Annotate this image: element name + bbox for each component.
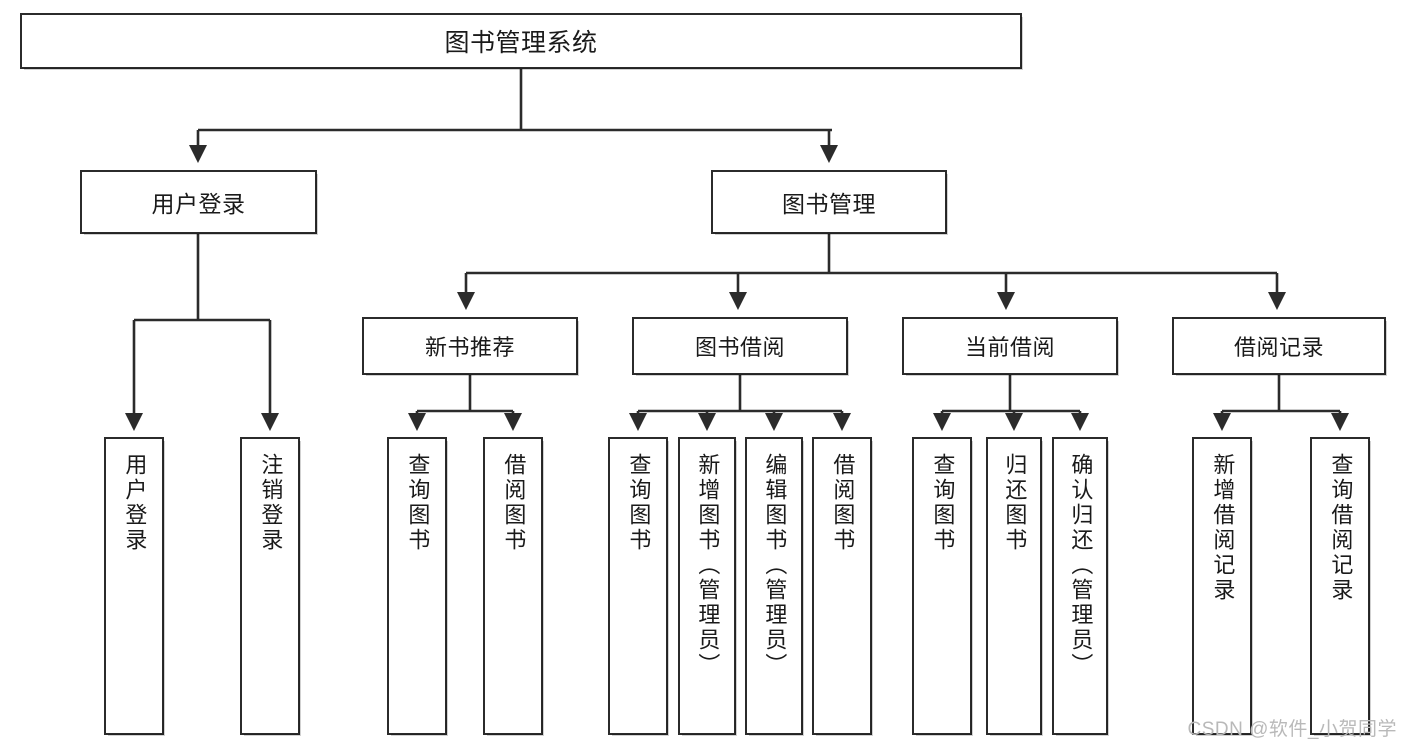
node-current-borrow[interactable]: 当前借阅 <box>902 317 1119 376</box>
node-leaf-user-login-label: 用户登录 <box>122 453 148 553</box>
node-leaf-edit-book[interactable]: 编辑图书（管理员） <box>745 437 804 736</box>
node-book-borrow[interactable]: 图书借阅 <box>632 317 849 376</box>
node-leaf-add-record-label: 新增借阅记录 <box>1210 453 1236 603</box>
node-leaf-add-record[interactable]: 新增借阅记录 <box>1192 437 1253 736</box>
node-root-label: 图书管理系统 <box>444 29 598 57</box>
node-leaf-query-book-rec[interactable]: 查询图书 <box>387 437 448 736</box>
node-leaf-borrow-book-rec[interactable]: 借阅图书 <box>483 437 544 736</box>
node-borrow-record[interactable]: 借阅记录 <box>1172 317 1387 376</box>
node-leaf-query-book-cur[interactable]: 查询图书 <box>912 437 973 736</box>
node-leaf-query-record[interactable]: 查询借阅记录 <box>1310 437 1371 736</box>
node-leaf-query-book-bor[interactable]: 查询图书 <box>608 437 669 736</box>
node-leaf-add-book[interactable]: 新增图书（管理员） <box>678 437 737 736</box>
node-new-book-rec[interactable]: 新书推荐 <box>362 317 579 376</box>
node-leaf-borrow-book-rec-label: 借阅图书 <box>501 453 527 553</box>
node-leaf-edit-book-label: 编辑图书（管理员） <box>762 453 788 678</box>
node-leaf-query-record-label: 查询借阅记录 <box>1328 453 1354 603</box>
csdn-watermark: CSDN @软件_小贺同学 <box>1187 719 1397 740</box>
node-leaf-borrow-book-bor-label: 借阅图书 <box>830 453 856 553</box>
node-new-book-rec-label: 新书推荐 <box>424 335 515 360</box>
node-book-manage-label: 图书管理 <box>782 191 876 217</box>
node-user-login-label: 用户登录 <box>151 191 246 217</box>
node-leaf-return-book-label: 归还图书 <box>1002 453 1028 553</box>
node-root[interactable]: 图书管理系统 <box>20 13 1023 70</box>
node-book-borrow-label: 图书借阅 <box>694 335 785 360</box>
node-borrow-record-label: 借阅记录 <box>1233 335 1324 360</box>
node-leaf-logout-label: 注销登录 <box>258 453 284 553</box>
node-leaf-add-book-label: 新增图书（管理员） <box>695 453 721 678</box>
node-leaf-user-login[interactable]: 用户登录 <box>104 437 165 736</box>
node-leaf-borrow-book-bor[interactable]: 借阅图书 <box>812 437 873 736</box>
node-leaf-return-book[interactable]: 归还图书 <box>986 437 1043 736</box>
node-book-manage[interactable]: 图书管理 <box>711 170 948 235</box>
node-leaf-query-book-cur-label: 查询图书 <box>930 453 956 553</box>
node-leaf-query-book-bor-label: 查询图书 <box>626 453 652 553</box>
node-leaf-query-book-rec-label: 查询图书 <box>405 453 431 553</box>
node-user-login[interactable]: 用户登录 <box>80 170 318 235</box>
node-leaf-confirm-return-label: 确认归还（管理员） <box>1068 453 1094 678</box>
node-leaf-logout[interactable]: 注销登录 <box>240 437 301 736</box>
node-current-borrow-label: 当前借阅 <box>964 335 1055 360</box>
node-leaf-confirm-return[interactable]: 确认归还（管理员） <box>1052 437 1109 736</box>
